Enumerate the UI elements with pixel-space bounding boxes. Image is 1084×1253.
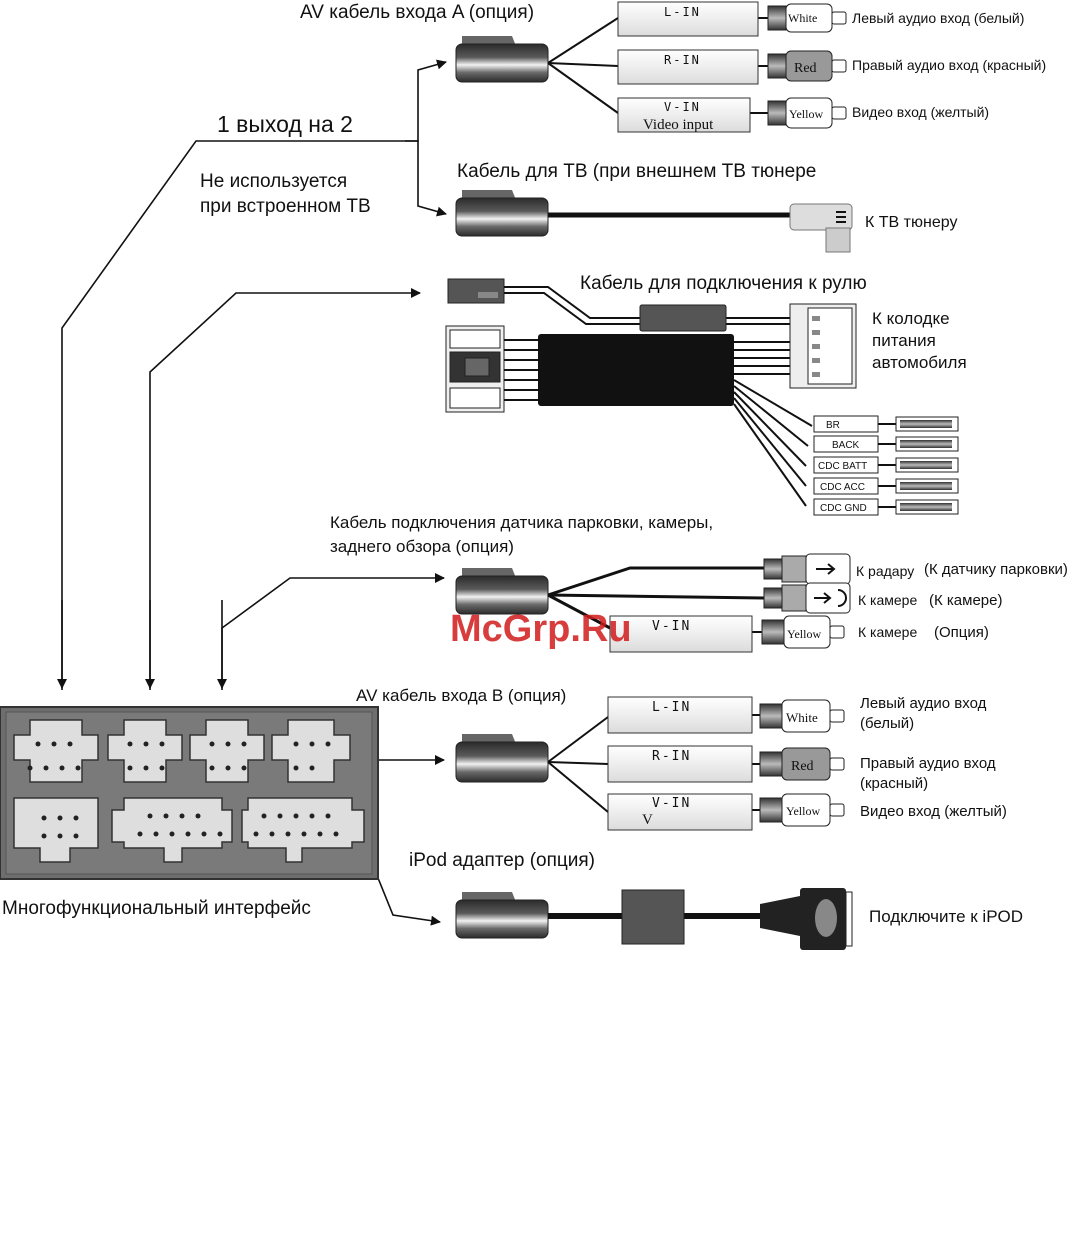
- av-b-l-desc2: (белый): [860, 715, 914, 732]
- av-a-r-desc: Правый аудио вход (красный): [852, 57, 1046, 73]
- av-a-v-plug: Yellow: [789, 107, 823, 121]
- av-b-l-tag: L-IN: [652, 700, 691, 715]
- ipod-dock-connector: [760, 888, 853, 950]
- parking-title-line1: Кабель подключения датчика парковки, кам…: [330, 513, 713, 532]
- harness-body: [538, 334, 734, 406]
- parking-radar-plug: [763, 553, 851, 585]
- av-b-v-desc1: Видео вход (желтый): [860, 803, 1007, 820]
- av-b-v-sub: V: [642, 812, 653, 828]
- parking-camera-paren: (К камере): [929, 592, 1002, 609]
- tv-target: К ТВ тюнеру: [865, 214, 957, 231]
- wire-br: BR: [813, 415, 959, 433]
- wire-cdc-acc: CDC ACC: [813, 477, 959, 495]
- av-a-r-tag: R-IN: [664, 53, 701, 67]
- av-a-channel-r: R-IN Red Правый аудио вход (красный): [617, 49, 1046, 85]
- ipod-title: iPod адаптер (опция): [409, 850, 595, 871]
- av-a-v-sub: Video input: [643, 117, 714, 133]
- ipod-target: Подключите к iPOD: [869, 907, 1023, 926]
- av-a-r-plug: Red: [794, 61, 817, 76]
- watermark: McGrp.Ru: [450, 608, 632, 650]
- parking-camera2-paren: (Опция): [934, 624, 989, 641]
- splitter-title: 1 выход на 2: [217, 111, 353, 137]
- splitter-note-line2: при встроенном ТВ: [200, 196, 371, 217]
- tv-title: Кабель для ТВ (при внешнем ТВ тюнере: [457, 161, 816, 182]
- tv-plug: [455, 190, 549, 237]
- parking-plug: [455, 568, 549, 615]
- tv-tuner-plug: [789, 203, 853, 253]
- av-a-title: AV кабель входа A (опция): [300, 2, 534, 23]
- wire-cdc-batt-label: CDC BATT: [818, 461, 867, 472]
- av-b-channel-v: V-IN V Yellow Видео вход (желтый): [607, 793, 1007, 831]
- harness-wires-left: [504, 339, 540, 401]
- steering-module: [639, 304, 727, 332]
- av-a-l-tag: L-IN: [664, 5, 701, 19]
- harness-wires-right: [733, 341, 813, 507]
- harness-connector: [445, 325, 505, 413]
- av-b-v-tag: V-IN: [652, 796, 691, 811]
- interface-box: [0, 706, 379, 880]
- parking-video-plug: Yellow: [787, 627, 821, 641]
- av-b-title: AV кабель входа B (опция): [356, 686, 566, 705]
- ipod-box: [621, 889, 685, 945]
- steering-plug: [447, 278, 505, 304]
- wire-cdc-gnd: CDC GND: [813, 498, 959, 516]
- av-b-r-tag: R-IN: [652, 749, 691, 764]
- power-line3: автомобиля: [872, 353, 967, 372]
- parking-camera-plug: [763, 582, 851, 614]
- wire-br-label: BR: [826, 420, 840, 431]
- av-a-channel-v: V-IN Video input Yellow Видео вход (желт…: [617, 97, 989, 133]
- av-b-plug: [455, 734, 549, 783]
- parking-video-tag: V-IN: [652, 619, 691, 634]
- av-b-r-desc2: (красный): [860, 775, 928, 792]
- av-b-channel-r: R-IN Red Правый аудио вход (красный): [607, 745, 996, 792]
- routing-lines: [57, 59, 447, 926]
- av-b-wires: [547, 714, 760, 813]
- power-connector: [789, 303, 857, 389]
- av-a-l-plug: White: [788, 11, 817, 25]
- av-a-plug: [455, 36, 549, 83]
- av-a-wires: [547, 17, 768, 114]
- av-b-l-plug: White: [786, 710, 818, 725]
- power-line2: питания: [872, 331, 936, 350]
- parking-camera2-label: К камере: [858, 624, 917, 640]
- parking-radar-label: К радару: [856, 563, 914, 579]
- av-b-l-desc1: Левый аудио вход: [860, 695, 987, 712]
- parking-camera-label: К камере: [858, 592, 917, 608]
- splitter-note-line1: Не используется: [200, 171, 347, 192]
- interface-label: Многофункциональный интерфейс: [2, 898, 311, 919]
- parking-video: V-IN Yellow: [609, 615, 845, 653]
- parking-title-line2: заднего обзора (опция): [330, 537, 514, 556]
- av-a-v-desc: Видео вход (желтый): [852, 104, 989, 120]
- av-b-r-plug: Red: [791, 759, 814, 774]
- wire-cdc-batt: CDC BATT: [813, 456, 959, 474]
- av-a-channel-l: L-IN White Левый аудио вход (белый): [617, 1, 1024, 37]
- parking-radar-paren: (К датчику парковки): [924, 561, 1068, 578]
- wire-back-label: BACK: [832, 440, 860, 451]
- av-b-channel-l: L-IN White Левый аудио вход (белый): [607, 695, 987, 734]
- wire-cdc-gnd-label: CDC GND: [820, 503, 867, 514]
- power-line1: К колодке: [872, 309, 950, 328]
- av-a-v-tag: V-IN: [664, 100, 701, 114]
- parking-wires: [547, 566, 765, 633]
- ipod-plug: [455, 892, 549, 939]
- steering-title: Кабель для подключения к рулю: [580, 273, 867, 294]
- wire-back: BACK: [813, 435, 959, 453]
- av-a-l-desc: Левый аудио вход (белый): [852, 10, 1024, 26]
- av-b-v-plug: Yellow: [786, 804, 820, 818]
- av-b-r-desc1: Правый аудио вход: [860, 755, 996, 772]
- wire-cdc-acc-label: CDC ACC: [820, 482, 865, 493]
